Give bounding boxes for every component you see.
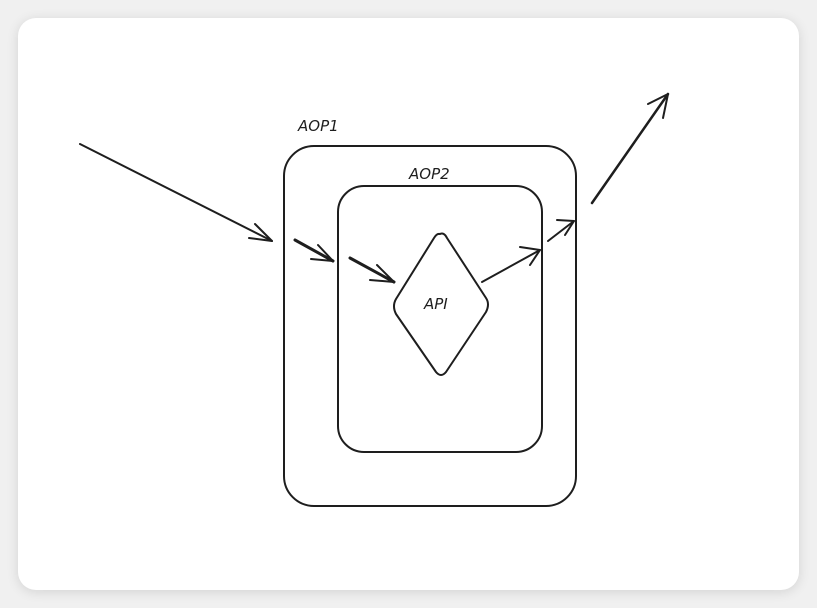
arrow-out-1	[481, 246, 541, 283]
aop1-label: AOP1	[297, 117, 339, 135]
arrow-in-1	[79, 143, 273, 242]
arrow-in-3	[348, 256, 396, 284]
aop1-box[interactable]	[283, 145, 577, 507]
api-label: API	[423, 295, 448, 313]
arrow-out-3	[590, 92, 670, 205]
arrow-in-2	[293, 238, 335, 263]
api-diamond[interactable]	[393, 232, 489, 376]
canvas-card	[18, 18, 799, 590]
arrow-out-2	[547, 219, 575, 242]
aop2-box[interactable]	[337, 185, 543, 453]
aop2-label: AOP2	[408, 165, 450, 183]
